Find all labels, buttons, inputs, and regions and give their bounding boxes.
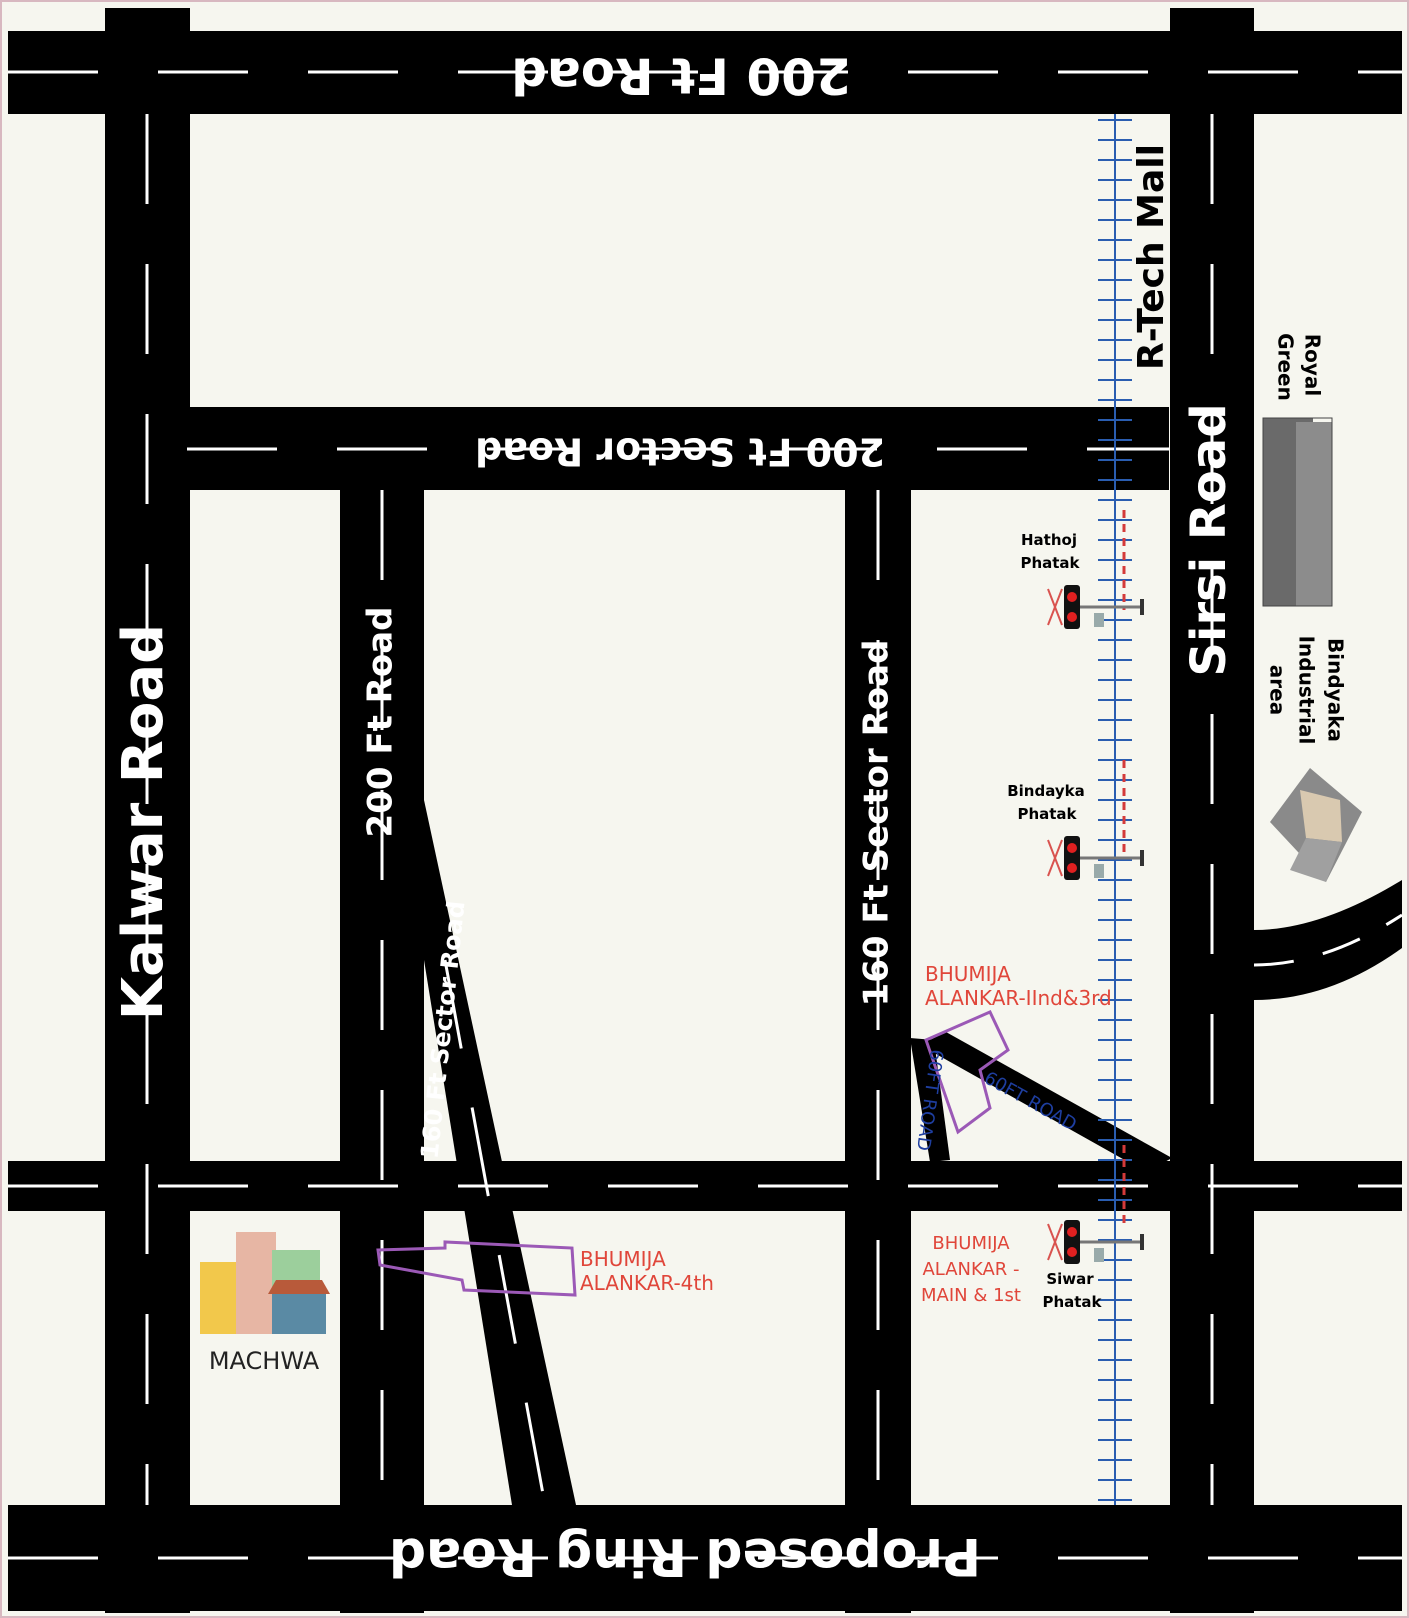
bindyaka-label-line1: Bindyaka xyxy=(1324,638,1348,742)
railway-line xyxy=(1098,114,1132,1505)
industrial-building-icon xyxy=(1270,768,1362,882)
sector-160-vertical-label: 160 Ft Sector Road xyxy=(857,640,897,1007)
curved-road xyxy=(1254,880,1402,1000)
plot-4th-label-line2: ALANKAR-4th xyxy=(580,1271,714,1295)
plot-main-label-line3: MAIN & 1st xyxy=(921,1285,1021,1306)
bindyaka-label-line3: area xyxy=(1266,665,1290,715)
bindayka-label-line2: Phatak xyxy=(1017,805,1077,823)
siwar-label-line2: Phatak xyxy=(1042,1293,1102,1311)
sector-200-road-label: 200 Ft Sector Road xyxy=(475,430,885,474)
ring-road-label: Proposed Ring Road xyxy=(389,1526,981,1586)
rtech-mall-label: R-Tech Mall xyxy=(1131,144,1172,370)
machwa-label: MACHWA xyxy=(209,1347,320,1375)
road-200-vertical-label: 200 Ft Road xyxy=(361,607,401,838)
plot-outlines xyxy=(376,1010,1010,1297)
plot-2nd-3rd-label-line1: BHUMIJA xyxy=(925,962,1011,986)
houses-icon xyxy=(200,1232,330,1334)
plot-outline-2nd-3rd xyxy=(924,1010,1010,1135)
road-markings xyxy=(8,70,1403,1560)
plot-outline-4th xyxy=(376,1240,577,1297)
bindayka-label-line1: Bindayka xyxy=(1007,782,1085,800)
plot-4th-label-line1: BHUMIJA xyxy=(580,1247,666,1271)
plot-2nd-3rd-label-line2: ALANKAR-IInd&3rd xyxy=(925,986,1112,1010)
hathoj-label-line1: Hathoj xyxy=(1021,531,1077,549)
plot-main-label-line1: BHUMIJA xyxy=(932,1233,1010,1254)
ft60-vertical-road xyxy=(910,1038,950,1162)
plot-main-label-line2: ALANKAR - xyxy=(922,1259,1019,1280)
sector-160-diagonal-strip xyxy=(424,800,576,1505)
bindyaka-label-line2: Industrial xyxy=(1295,636,1319,745)
kalwar-road-label: Kalwar Road xyxy=(111,624,176,1020)
hathoj-label-line2: Phatak xyxy=(1020,554,1080,572)
top-road-label: 200 Ft Road xyxy=(511,47,851,105)
royal-green-label-line2: Green xyxy=(1274,333,1298,401)
royal-green-label-line1: Royal xyxy=(1301,334,1325,397)
sirsi-road-label: Sirsi Road xyxy=(1181,403,1237,676)
tall-apartment-building-icon xyxy=(1262,417,1333,607)
siwar-label-line1: Siwar xyxy=(1046,1270,1094,1288)
